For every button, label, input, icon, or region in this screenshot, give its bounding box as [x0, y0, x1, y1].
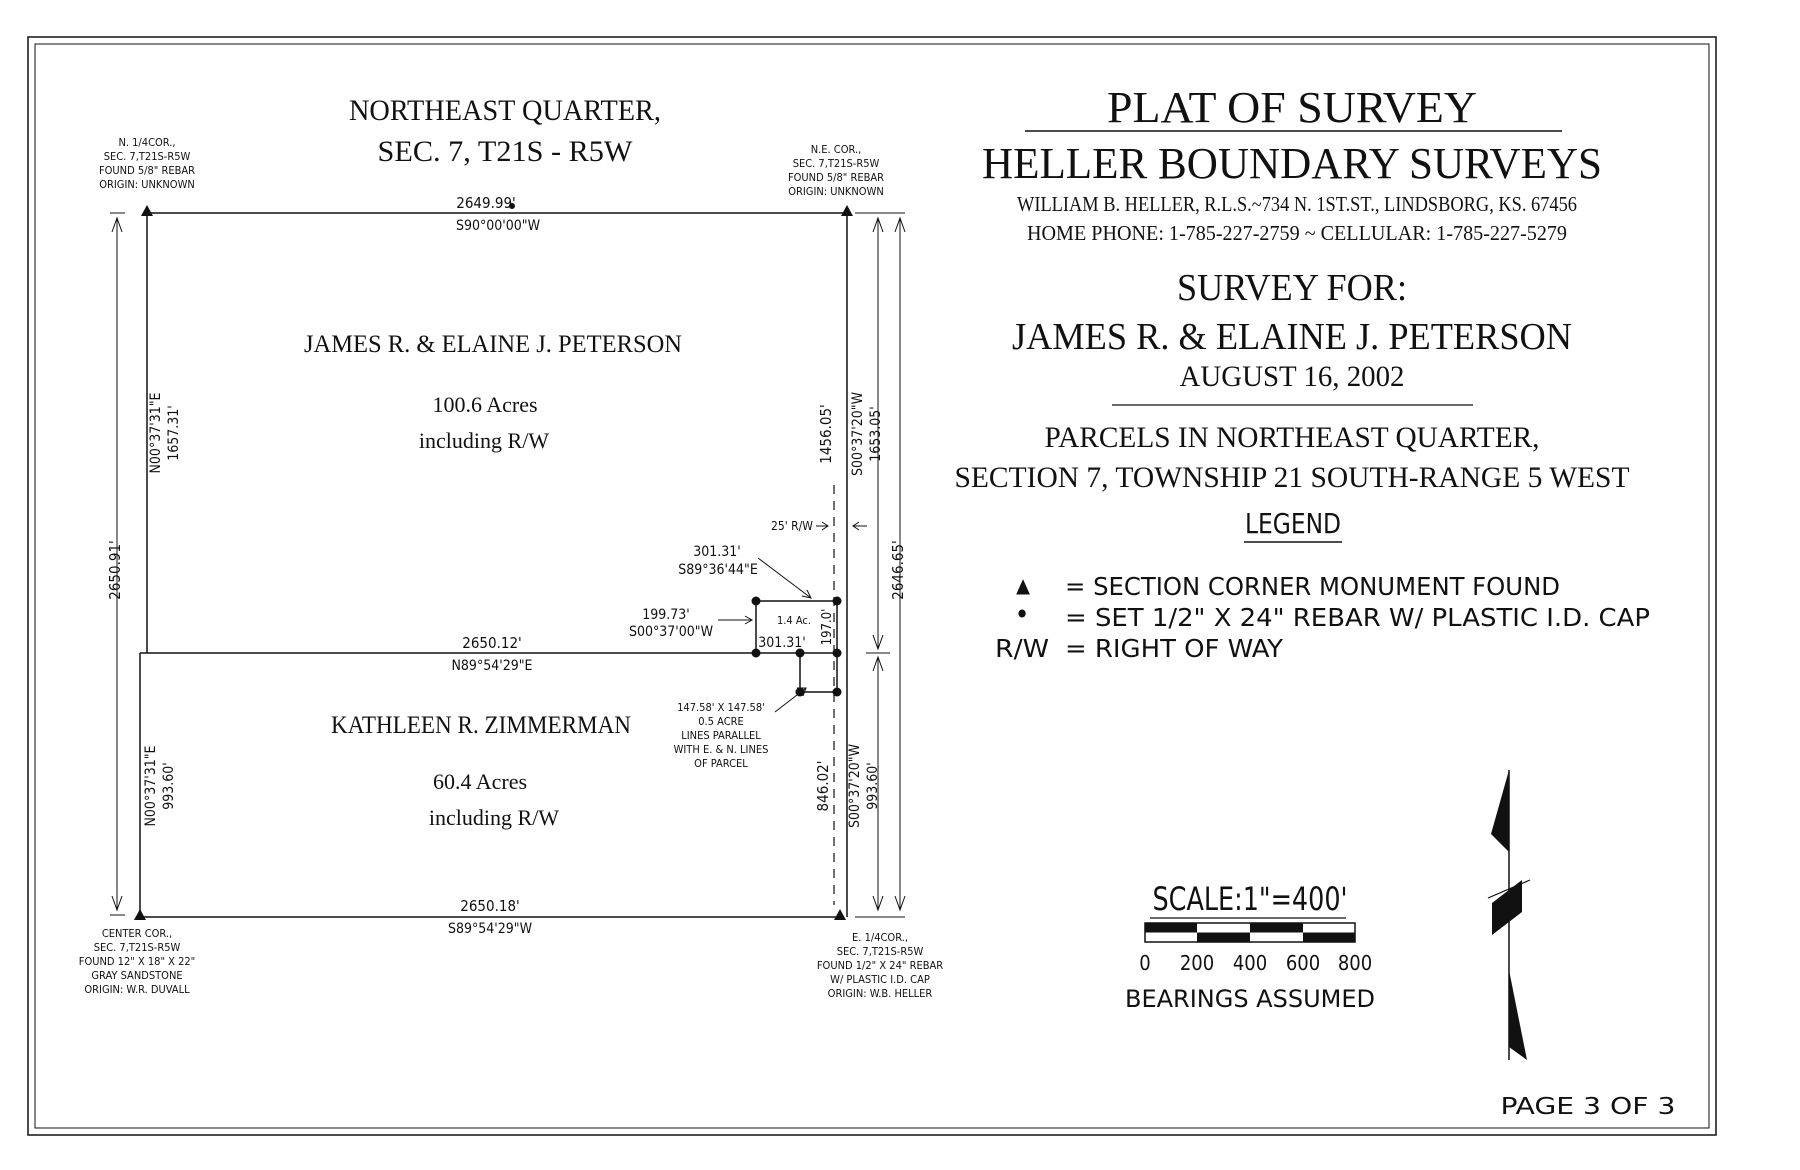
mid-line-bearing: N89°54'29"E	[452, 658, 533, 674]
small-parcel-note: 147.58' X 147.58' 0.5 ACRE LINES PARALLE…	[674, 701, 769, 770]
legend-dot-icon: •	[1015, 598, 1030, 631]
scale-tick-800: 800	[1338, 951, 1372, 975]
client-name: JAMES R. & ELAINE J. PETERSON	[1012, 316, 1572, 358]
north-quarter-corner-note: N. 1/4COR., SEC. 7,T21S-R5W FOUND 5/8" R…	[99, 136, 195, 191]
svg-text:SEC. 7,T21S-R5W: SEC. 7,T21S-R5W	[837, 945, 924, 958]
survey-date: AUGUST 16, 2002	[1180, 360, 1405, 393]
parcel-top-bearing: S89°36'44"E	[678, 562, 758, 578]
parcel-top-distance: 301.31'	[693, 544, 741, 560]
svg-text:0.5 ACRE: 0.5 ACRE	[698, 715, 744, 728]
page-label: PAGE 3 OF 3	[1501, 1094, 1676, 1120]
phone-line: HOME PHONE: 1-785-227-2759 ~ CELLULAR: 1…	[1027, 221, 1567, 245]
east-lower-inner-distance: 846.02'	[814, 761, 832, 812]
west-upper-distance: 1657.31'	[166, 405, 182, 461]
monument-e-quarter-triangle-icon	[834, 909, 846, 920]
boundary-lines	[139, 212, 848, 918]
monument-ne-triangle-icon	[841, 205, 853, 216]
east-upper-inner-distance: 1456.05'	[817, 404, 835, 464]
scale-label: SCALE:1"=400'	[1153, 880, 1348, 918]
svg-text:E. 1/4COR.,: E. 1/4COR.,	[852, 931, 908, 944]
parcels-line-1: PARCELS IN NORTHEAST QUARTER,	[1045, 421, 1540, 454]
scale-tick-200: 200	[1180, 951, 1214, 975]
svg-text:W/ PLASTIC I.D. CAP: W/ PLASTIC I.D. CAP	[830, 973, 930, 986]
svg-text:SEC. 7,T21S-R5W: SEC. 7,T21S-R5W	[104, 150, 191, 163]
bearings-note: BEARINGS ASSUMED	[1125, 985, 1375, 1013]
svg-text:FOUND 12" X 18" X 22": FOUND 12" X 18" X 22"	[79, 955, 195, 968]
quarter-title-2: SEC. 7, T21S - R5W	[378, 135, 634, 168]
svg-text:ORIGIN: W.R. DUVALL: ORIGIN: W.R. DUVALL	[84, 983, 190, 996]
svg-text:147.58' X 147.58': 147.58' X 147.58'	[677, 701, 765, 714]
south-line-distance: 2650.18'	[460, 897, 520, 915]
east-upper-distance: 1653.05'	[868, 406, 884, 462]
east-lower-distance: 993.60'	[865, 762, 881, 810]
survey-for-label: SURVEY FOR:	[1177, 267, 1407, 309]
legend-item-monument: = SECTION CORNER MONUMENT FOUND	[1065, 572, 1560, 601]
svg-text:CENTER COR.,: CENTER COR.,	[102, 927, 172, 940]
south-line-bearing: S89°54'29"W	[448, 921, 533, 937]
parcel-area: 1.4 Ac.	[777, 614, 811, 627]
monument-n-quarter-triangle-icon	[141, 205, 153, 216]
north-line-bearing: S90°00'00"W	[456, 218, 541, 234]
north-arrow-icon	[1487, 770, 1531, 1060]
set-rebar-dots	[509, 203, 842, 697]
east-total-distance: 2646.65'	[889, 540, 907, 600]
west-total-distance: 2650.91'	[106, 540, 124, 600]
north-tract-note: including R/W	[419, 428, 549, 453]
south-tract-note: including R/W	[429, 805, 559, 830]
ne-corner-note: N.E. COR., SEC. 7,T21S-R5W FOUND 5/8" RE…	[788, 143, 884, 198]
north-tract-acres: 100.6 Acres	[432, 392, 537, 417]
legend-item-rebar: = SET 1/2" X 24" REBAR W/ PLASTIC I.D. C…	[1065, 603, 1650, 632]
row-width-label: 25' R/W	[771, 519, 813, 533]
svg-text:FOUND 1/2" X 24" REBAR: FOUND 1/2" X 24" REBAR	[817, 959, 943, 972]
east-quarter-corner-note: E. 1/4COR., SEC. 7,T21S-R5W FOUND 1/2" X…	[817, 931, 943, 1000]
south-tract-acres: 60.4 Acres	[433, 769, 527, 794]
east-upper-bearing: S00°37'20"W	[850, 391, 866, 476]
outer-border	[27, 36, 1717, 1136]
svg-text:OF PARCEL: OF PARCEL	[694, 757, 748, 770]
legend-rw-symbol: R/W	[995, 634, 1049, 663]
scale-tick-600: 600	[1286, 951, 1320, 975]
parcel-west-bearing: S00°37'00"W	[629, 624, 714, 640]
scale-tick-400: 400	[1233, 951, 1267, 975]
south-tract-owner: KATHLEEN R. ZIMMERMAN	[331, 712, 631, 739]
parcel-west-distance: 199.73'	[642, 607, 690, 623]
svg-text:ORIGIN: UNKNOWN: ORIGIN: UNKNOWN	[788, 185, 884, 198]
svg-text:SEC. 7,T21S-R5W: SEC. 7,T21S-R5W	[94, 941, 181, 954]
svg-text:N.E. COR.,: N.E. COR.,	[811, 143, 862, 156]
svg-text:ORIGIN: UNKNOWN: ORIGIN: UNKNOWN	[99, 178, 195, 191]
quarter-title-1: NORTHEAST QUARTER,	[349, 94, 661, 127]
north-tract-owner: JAMES R. & ELAINE J. PETERSON	[304, 331, 682, 358]
surveyor-line: WILLIAM B. HELLER, R.L.S.~734 N. 1ST.ST.…	[1017, 192, 1577, 216]
west-lower-bearing: N00°37'31"E	[143, 745, 159, 826]
svg-text:GRAY SANDSTONE: GRAY SANDSTONE	[91, 969, 182, 982]
svg-text:WITH E. & N. LINES: WITH E. & N. LINES	[674, 743, 769, 756]
parcel-bottom-distance: 301.31'	[758, 635, 806, 651]
monument-center-triangle-icon	[134, 909, 146, 920]
legend-heading: LEGEND	[1245, 507, 1341, 540]
scale-bar	[1144, 922, 1356, 943]
west-upper-bearing: N00°37'31"E	[148, 392, 164, 473]
svg-text:ORIGIN: W.B. HELLER: ORIGIN: W.B. HELLER	[828, 987, 933, 1000]
svg-text:SEC. 7,T21S-R5W: SEC. 7,T21S-R5W	[793, 157, 880, 170]
scale-tick-0: 0	[1139, 951, 1150, 975]
svg-text:N. 1/4COR.,: N. 1/4COR.,	[118, 136, 175, 149]
dimension-lines	[110, 212, 906, 918]
svg-text:FOUND 5/8" REBAR: FOUND 5/8" REBAR	[788, 171, 884, 184]
company-name: HELLER BOUNDARY SURVEYS	[982, 139, 1602, 188]
east-lower-bearing: S00°37'20"W	[847, 743, 863, 828]
center-corner-note: CENTER COR., SEC. 7,T21S-R5W FOUND 12" X…	[79, 927, 195, 996]
west-lower-distance: 993.60'	[161, 762, 177, 810]
legend-item-row: = RIGHT OF WAY	[1065, 634, 1283, 663]
inner-border	[34, 43, 1710, 1129]
mid-line-distance: 2650.12'	[462, 634, 522, 652]
parcel-east-distance: 197.0'	[820, 609, 835, 646]
north-line-distance: 2649.99'	[456, 194, 516, 212]
svg-text:LINES PARALLEL: LINES PARALLEL	[681, 729, 761, 742]
svg-text:FOUND 5/8" REBAR: FOUND 5/8" REBAR	[99, 164, 195, 177]
plat-title: PLAT OF SURVEY	[1107, 83, 1477, 132]
parcels-line-2: SECTION 7, TOWNSHIP 21 SOUTH-RANGE 5 WES…	[955, 461, 1630, 494]
legend-triangle-icon: ▲	[1016, 573, 1030, 597]
